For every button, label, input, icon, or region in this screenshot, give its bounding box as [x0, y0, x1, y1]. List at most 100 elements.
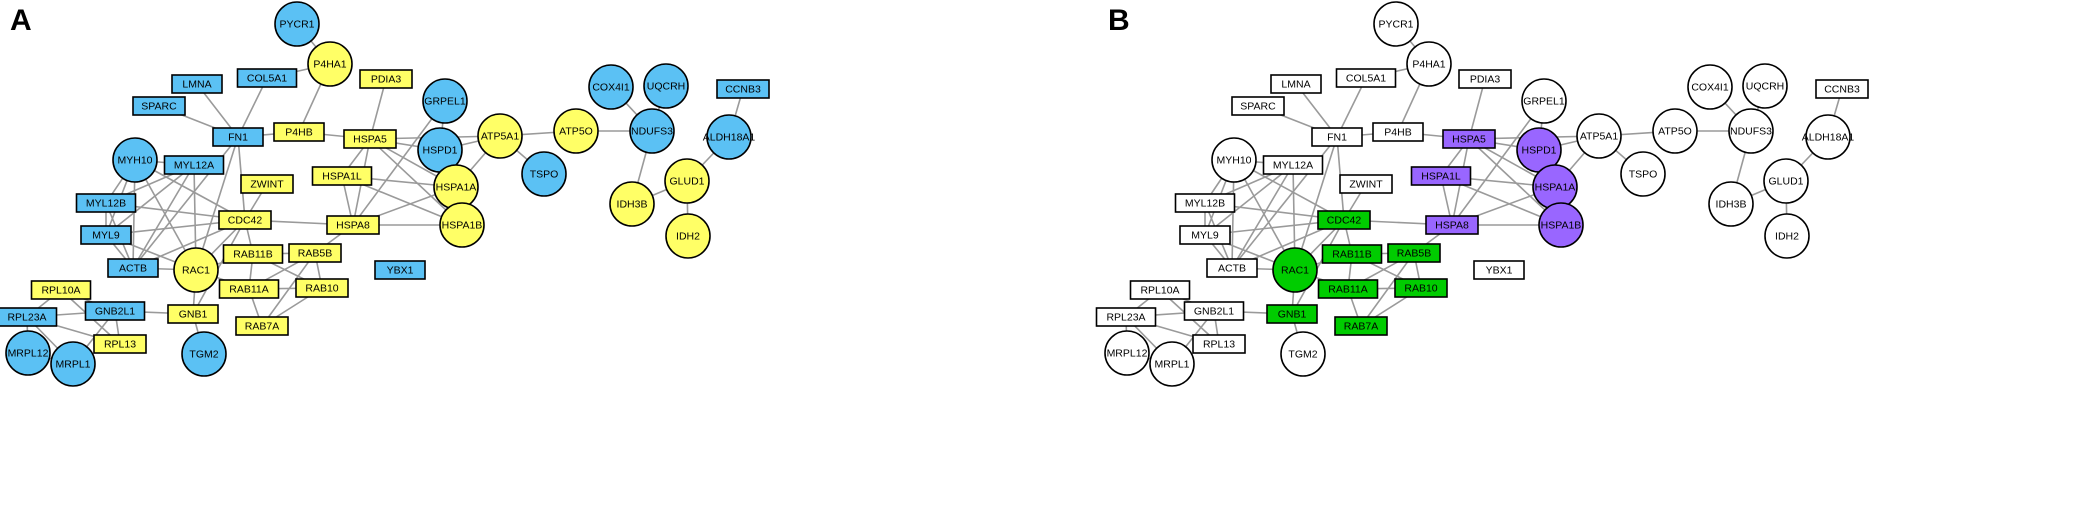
node-rect-b — [1339, 174, 1393, 194]
edge-rab5b-rab7a-a — [261, 252, 316, 327]
node-label: UQCRH — [1746, 81, 1785, 93]
node-label: GNB1 — [179, 309, 208, 321]
node-label: ACTB — [1218, 263, 1246, 275]
node-label: RAB7A — [245, 321, 279, 333]
edge-pdia3-hspa5-b — [1468, 78, 1486, 140]
node-label: P4HB — [285, 127, 312, 139]
node-rab5b-a: RAB5B — [288, 243, 342, 263]
node-label: PYCR1 — [279, 19, 314, 31]
node-circle-b — [1708, 181, 1754, 227]
node-mrpl1-b: MRPL1 — [1149, 341, 1195, 387]
node-pycr1-b: PYCR1 — [1373, 1, 1419, 47]
node-hspa5-b: HSPA5 — [1442, 129, 1496, 149]
node-myh10-a: MYH10 — [112, 137, 158, 183]
node-actb-a: ACTB — [107, 258, 159, 278]
node-atp5a1-a: ATP5A1 — [477, 113, 523, 159]
node-col5a1-a: COL5A1 — [236, 68, 298, 88]
node-cdc42-b: CDC42 — [1317, 210, 1371, 230]
node-ndufs3-b: NDUFS3 — [1728, 108, 1774, 154]
node-rect-b — [1458, 69, 1512, 89]
edge-cdc42-gnb1-a — [192, 219, 246, 315]
node-gnb1-b: GNB1 — [1266, 304, 1318, 324]
node-label: IDH2 — [1775, 231, 1799, 243]
node-rect-a — [716, 79, 770, 99]
node-rect-a — [167, 304, 219, 324]
node-label: MYL9 — [92, 230, 120, 242]
node-label: RAB11B — [1332, 249, 1372, 261]
node-label: RPL13 — [1203, 339, 1235, 351]
node-pdia3-b: PDIA3 — [1458, 69, 1512, 89]
node-label: MYL12A — [1273, 160, 1313, 172]
node-myh10-b: MYH10 — [1211, 137, 1257, 183]
node-hspa1l-b: HSPA1L — [1410, 166, 1472, 186]
node-rpl10a-a: RPL10A — [30, 280, 92, 300]
node-myl12a-b: MYL12A — [1262, 155, 1324, 175]
node-fn1-b: FN1 — [1311, 127, 1363, 147]
node-label: P4HA1 — [1412, 59, 1445, 71]
node-pycr1-a: PYCR1 — [274, 1, 320, 47]
node-rect-a — [240, 174, 294, 194]
node-label: HSPA1B — [1541, 220, 1582, 232]
node-circle-b — [1742, 63, 1788, 109]
node-mrpl1-a: MRPL1 — [50, 341, 96, 387]
node-circle-a — [307, 41, 353, 87]
node-label: PYCR1 — [1378, 19, 1413, 31]
node-rect-b — [1095, 307, 1157, 327]
node-rect-b — [1266, 304, 1318, 324]
node-label: PDIA3 — [371, 74, 402, 86]
node-glud1-a: GLUD1 — [664, 158, 710, 204]
node-rect-b — [1174, 193, 1236, 213]
node-rect-a — [222, 244, 284, 264]
node-p4ha1-b: P4HA1 — [1406, 41, 1452, 87]
node-label: NDUFS3 — [1730, 126, 1772, 138]
node-circle-b — [1149, 341, 1195, 387]
node-grpel1-a: GRPEL1 — [422, 78, 468, 124]
node-idh2-a: IDH2 — [665, 213, 711, 259]
node-rab5b-b: RAB5B — [1387, 243, 1441, 263]
node-label: RAB11B — [233, 249, 273, 261]
node-circle-b — [1728, 108, 1774, 154]
node-label: RPL23A — [7, 312, 46, 324]
node-label: MRPL12 — [8, 348, 49, 360]
node-gnb2l1-b: GNB2L1 — [1183, 301, 1245, 321]
node-rect-b — [1410, 166, 1472, 186]
node-label: PDIA3 — [1470, 74, 1501, 86]
node-label: RPL10A — [41, 285, 80, 297]
node-rect-b — [1815, 79, 1869, 99]
node-rect-b — [1387, 243, 1441, 263]
node-label: HSPA5 — [353, 134, 387, 146]
node-rect-a — [171, 74, 223, 94]
node-rect-b — [1473, 260, 1525, 280]
node-rab11a-b: RAB11A — [1317, 279, 1379, 299]
node-hspd1-b: HSPD1 — [1516, 127, 1562, 173]
node-rab10-b: RAB10 — [1394, 278, 1448, 298]
node-label: GRPEL1 — [1523, 96, 1565, 108]
node-circle-b — [1652, 108, 1698, 154]
node-zwint-b: ZWINT — [1339, 174, 1393, 194]
node-rect-a — [107, 258, 159, 278]
edge-fn1-rac1-b — [1294, 136, 1338, 271]
node-mrpl12-b: MRPL12 — [1104, 330, 1150, 376]
node-ccnb3-b: CCNB3 — [1815, 79, 1869, 99]
node-label: RAB11A — [229, 284, 269, 296]
node-cox4i1-b: COX4I1 — [1687, 64, 1733, 110]
node-fn1-a: FN1 — [212, 127, 264, 147]
node-label: SPARC — [1240, 101, 1276, 113]
node-label: ALDH18A1 — [1802, 132, 1855, 144]
node-label: FN1 — [228, 132, 248, 144]
node-rect-b — [1317, 210, 1371, 230]
node-rpl23a-b: RPL23A — [1095, 307, 1157, 327]
node-circle-a — [274, 1, 320, 47]
node-idh3b-b: IDH3B — [1708, 181, 1754, 227]
node-circle-a — [665, 213, 711, 259]
node-label: ATP5A1 — [481, 131, 519, 143]
node-label: MYL12B — [86, 198, 126, 210]
node-circle-a — [422, 78, 468, 124]
node-circle-a — [477, 113, 523, 159]
node-circle-b — [1687, 64, 1733, 110]
node-myl9-a: MYL9 — [80, 225, 132, 245]
node-label: HSPD1 — [1521, 145, 1556, 157]
node-rab10-a: RAB10 — [295, 278, 349, 298]
